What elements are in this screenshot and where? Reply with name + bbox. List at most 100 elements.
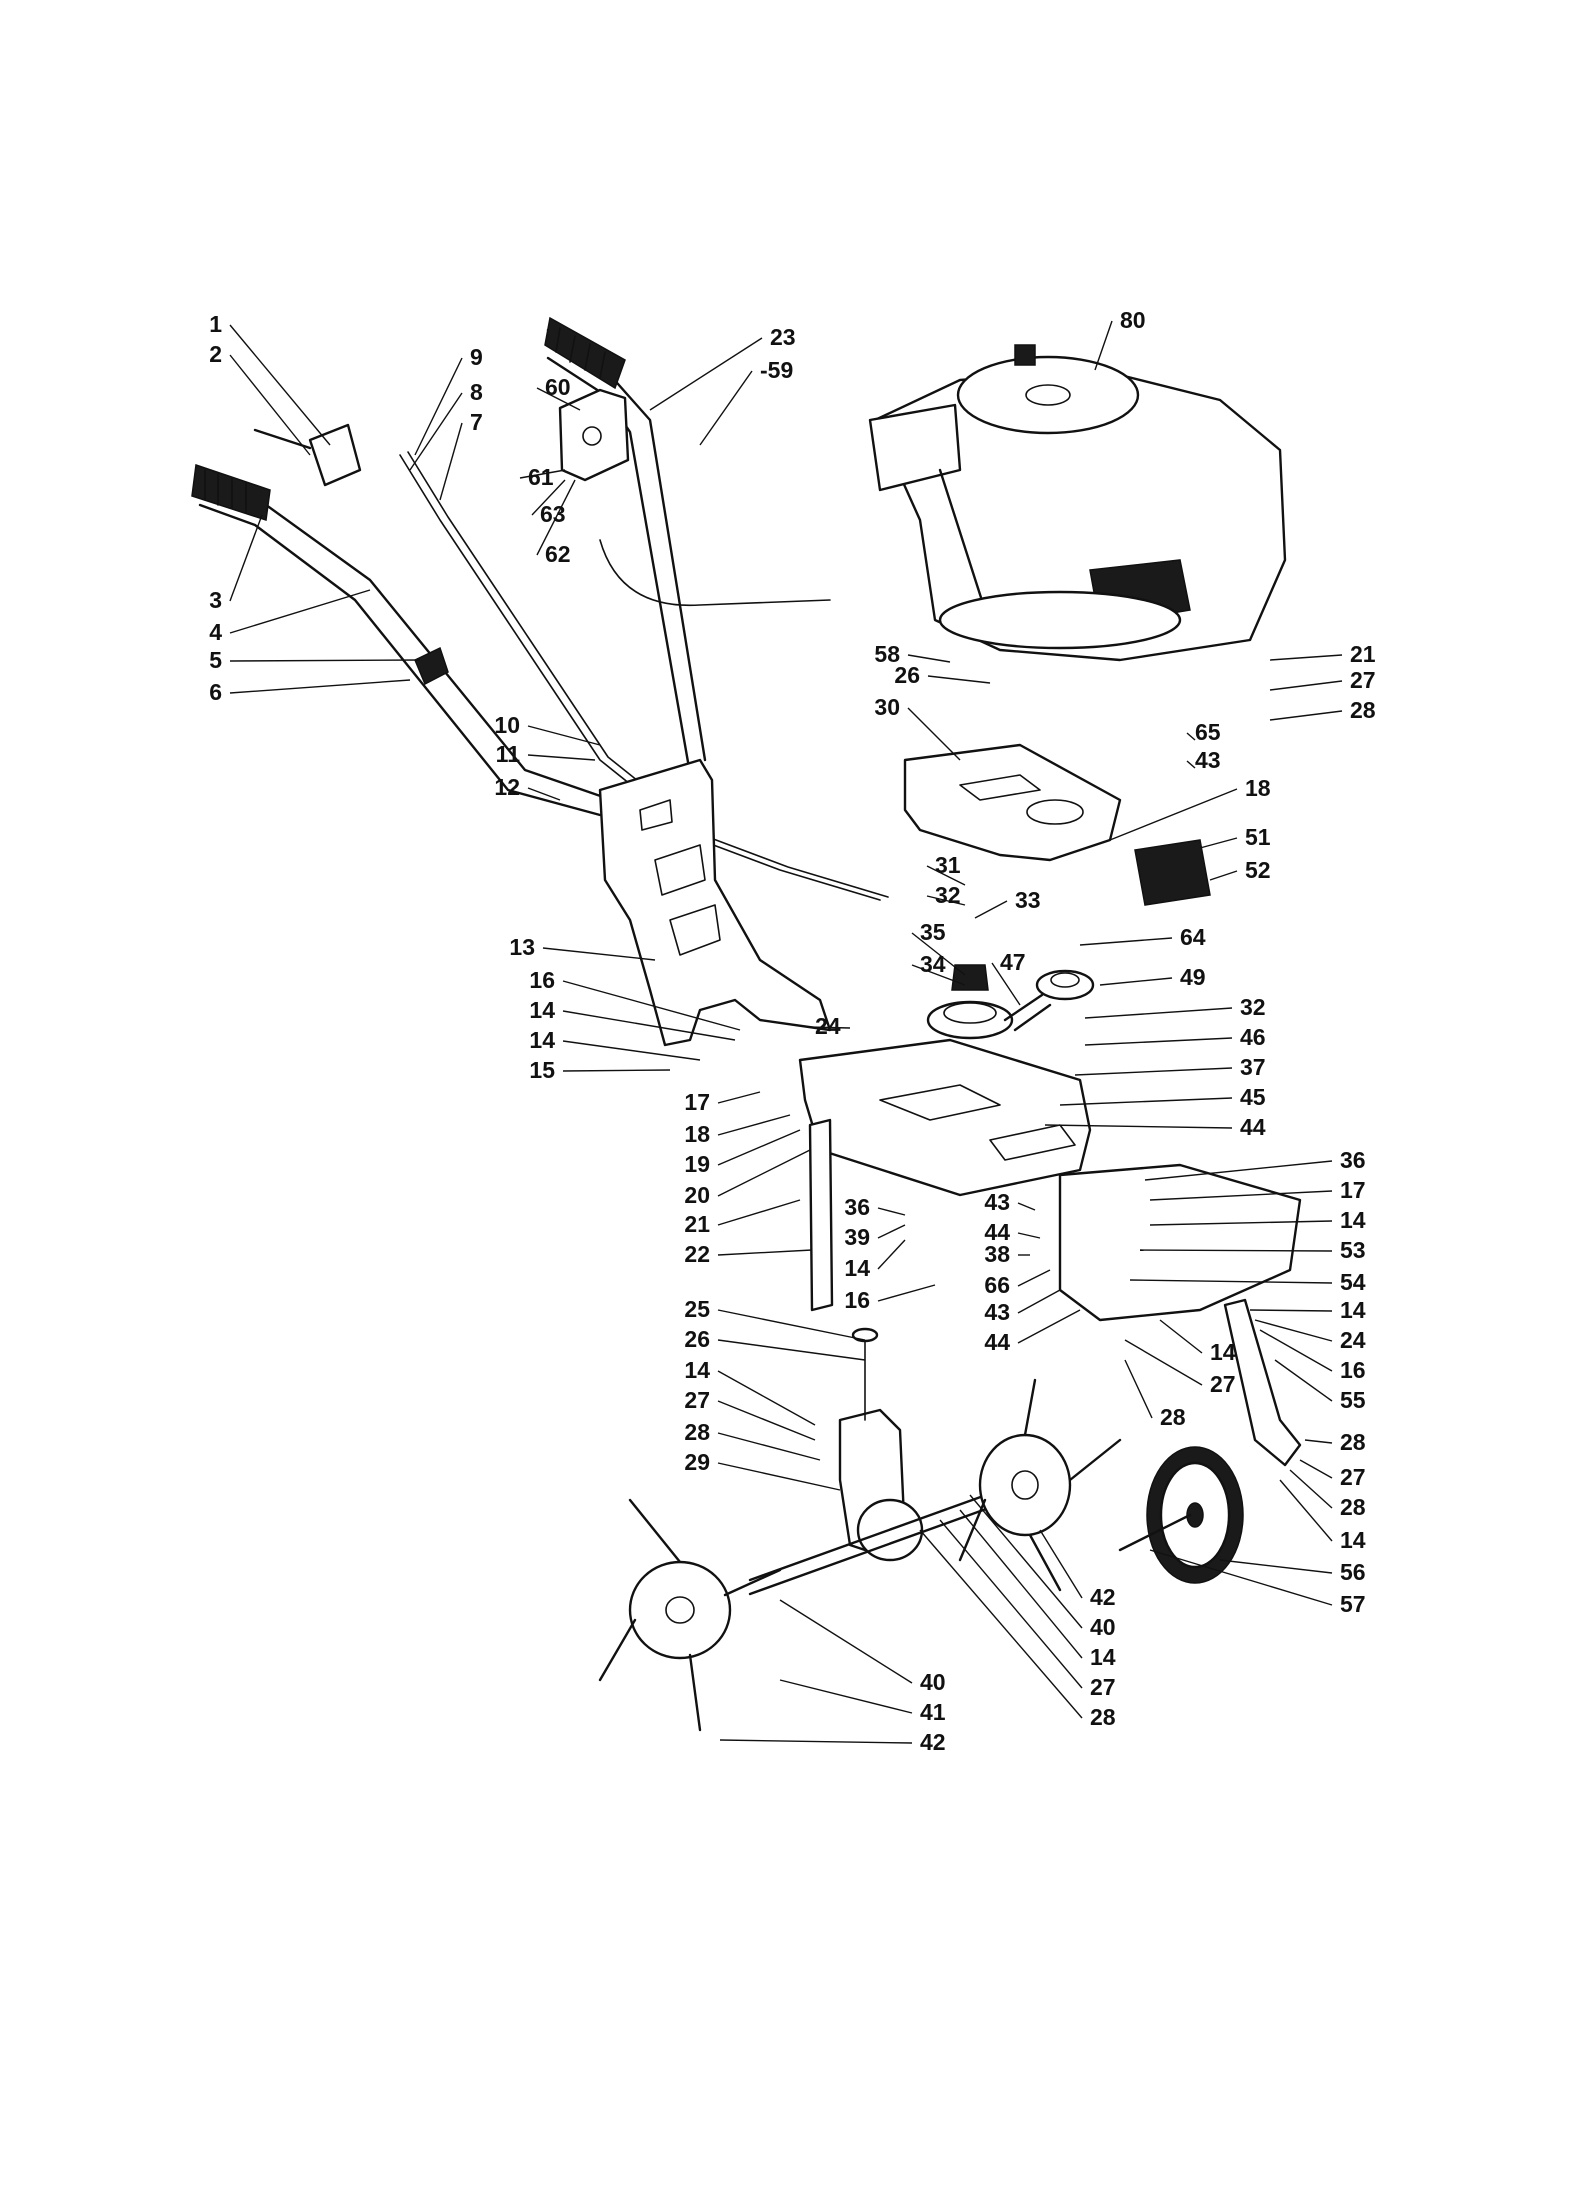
- part-callout: 44: [984, 1219, 1010, 1245]
- leader-line: [779, 1679, 913, 1714]
- leader-line: [699, 370, 753, 446]
- part-callout: 51: [1245, 824, 1271, 850]
- leader-line: [717, 1339, 866, 1361]
- part-callout: 40: [1090, 1614, 1116, 1640]
- wheel-bracket: [1223, 1298, 1302, 1467]
- part-callout: 27: [1350, 667, 1376, 693]
- leader-line: [409, 392, 463, 471]
- leader-line: [542, 947, 656, 961]
- part-callout: 80: [1120, 307, 1146, 333]
- leader-line: [1269, 710, 1343, 721]
- part-callout: 12: [494, 774, 520, 800]
- part-callout: 9: [470, 344, 483, 370]
- part-callout: 27: [1090, 1674, 1116, 1700]
- part-callout: 14: [1090, 1644, 1116, 1670]
- leader-line: [717, 1400, 816, 1441]
- leader-line: [1299, 1459, 1333, 1479]
- part-callout: 3: [209, 587, 222, 613]
- part-callout: 54: [1340, 1269, 1366, 1295]
- leader-line: [1017, 1232, 1041, 1239]
- part-callout: 5: [209, 647, 222, 673]
- leader-line: [717, 1309, 866, 1341]
- leader-line: [1124, 1359, 1153, 1419]
- part-callout: 60: [545, 374, 571, 400]
- part-callout: 26: [894, 662, 920, 688]
- leader-line: [1079, 937, 1173, 946]
- tine-right: [958, 1378, 1122, 1592]
- leader-line: [926, 895, 966, 906]
- leader-line: [229, 354, 311, 456]
- part-callout: 28: [1160, 1404, 1186, 1430]
- part-callout: 36: [844, 1194, 870, 1220]
- part-callout: 27: [1340, 1464, 1366, 1490]
- engine: [868, 344, 1287, 662]
- leader-line: [649, 337, 763, 411]
- leader-line: [717, 1114, 791, 1136]
- leader-line: [911, 964, 966, 986]
- leader-line: [1149, 1220, 1333, 1226]
- leader-line: [527, 754, 596, 761]
- part-callout: 44: [1240, 1114, 1266, 1140]
- leader-line: [562, 980, 741, 1031]
- part-callout: 14: [1210, 1339, 1236, 1365]
- part-callout: 17: [1340, 1177, 1366, 1203]
- leader-line: [717, 1370, 816, 1426]
- leader-line: [974, 900, 1008, 919]
- part-callout: 16: [844, 1287, 870, 1313]
- part-callout: 17: [684, 1089, 710, 1115]
- part-callout: 24: [815, 1013, 841, 1039]
- part-callout: 19: [684, 1151, 710, 1177]
- leader-line: [1074, 1067, 1233, 1076]
- depth-bar: [808, 1118, 834, 1312]
- part-callout: 8: [470, 379, 483, 405]
- part-callout: 52: [1245, 857, 1271, 883]
- tine-shaft: [748, 1488, 1002, 1596]
- part-callout: 37: [1240, 1054, 1266, 1080]
- part-callout: 39: [844, 1224, 870, 1250]
- leader-line: [1209, 870, 1238, 881]
- part-callout: 20: [684, 1182, 710, 1208]
- part-callout: 27: [684, 1387, 710, 1413]
- leader-line: [877, 1224, 906, 1239]
- leader-line: [959, 1509, 1083, 1659]
- part-callout: 66: [984, 1272, 1010, 1298]
- leader-line: [1186, 760, 1196, 769]
- transmission-housing: [838, 1327, 924, 1562]
- part-callout: 14: [529, 997, 555, 1023]
- part-callout: 61: [528, 464, 554, 490]
- leader-line: [1304, 1439, 1333, 1444]
- part-callout: 18: [684, 1121, 710, 1147]
- engine-pulley: [1035, 969, 1095, 1001]
- part-callout: 11: [496, 741, 521, 767]
- leader-line: [1017, 1289, 1061, 1314]
- leader-line: [717, 1462, 841, 1491]
- leader-line: [1279, 1479, 1333, 1542]
- part-callout: 43: [984, 1189, 1010, 1215]
- part-callout: 22: [684, 1241, 710, 1267]
- leader-line: [439, 422, 463, 501]
- part-callout: 65: [1195, 719, 1221, 745]
- part-callout: 23: [770, 324, 796, 350]
- part-callout: 42: [1090, 1584, 1116, 1610]
- part-callout: 36: [1340, 1147, 1366, 1173]
- leader-line: [717, 1432, 821, 1461]
- part-callout: 34: [920, 951, 946, 977]
- main-frame: [798, 1038, 1092, 1197]
- leader-line: [1219, 1559, 1333, 1574]
- leader-line: [531, 479, 566, 516]
- leader-line: [969, 1494, 1083, 1629]
- part-callout: 14: [684, 1357, 710, 1383]
- part-callout: 28: [1090, 1704, 1116, 1730]
- leader-line: [1149, 1549, 1333, 1606]
- part-callout: 58: [874, 641, 900, 667]
- part-callout: 14: [1340, 1297, 1366, 1323]
- leader-line: [939, 1519, 1083, 1689]
- leader-line: [1059, 1097, 1233, 1106]
- leader-line: [1084, 1037, 1233, 1046]
- part-callout: 43: [984, 1299, 1010, 1325]
- part-callout: 56: [1340, 1559, 1366, 1585]
- part-callout: 62: [545, 541, 571, 567]
- leader-line: [1017, 1269, 1051, 1287]
- part-callout: 33: [1015, 887, 1041, 913]
- wheel: [1118, 1446, 1244, 1584]
